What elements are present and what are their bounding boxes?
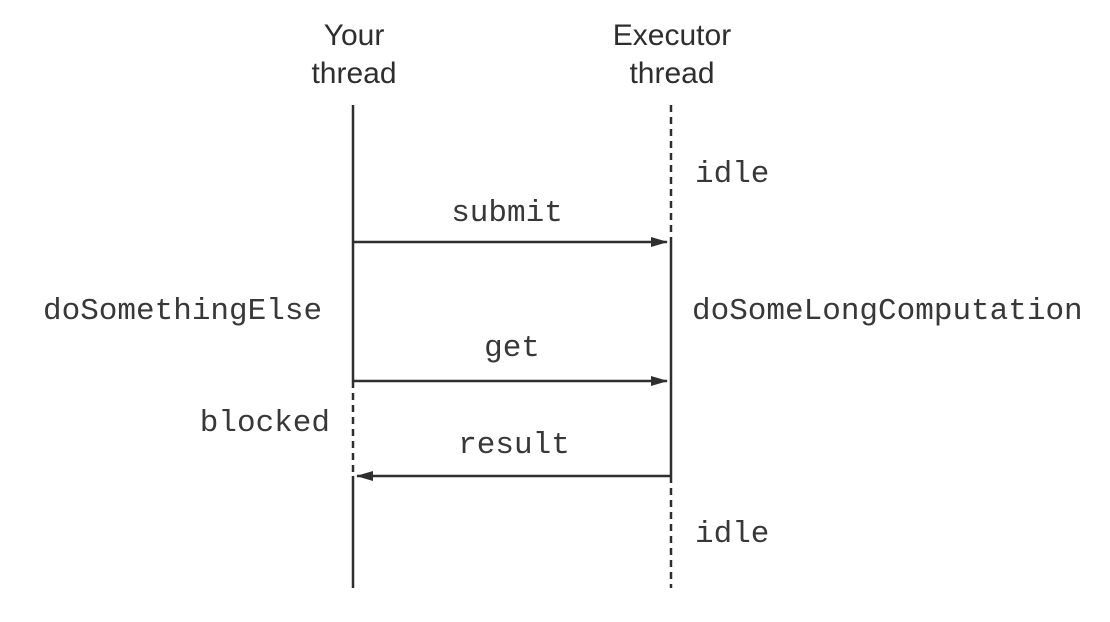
executor-idle-annotation-bottom: idle xyxy=(695,517,769,552)
your-thread-blocked-annotation: blocked xyxy=(200,406,330,441)
participant-your-thread-label-line1: Your xyxy=(324,19,385,52)
participant-your-thread-label-line2: thread xyxy=(311,57,396,90)
participant-executor-thread-label-line2: thread xyxy=(629,57,714,90)
submit-message-label: submit xyxy=(451,196,563,231)
result-message-label: result xyxy=(458,428,570,463)
executor-do-some-long-computation-annotation: doSomeLongComputation xyxy=(692,294,1083,329)
get-message-label: get xyxy=(484,331,540,366)
executor-idle-annotation-top: idle xyxy=(695,157,769,192)
participant-executor-thread-label-line1: Executor xyxy=(613,19,731,52)
your-thread-do-something-else-annotation: doSomethingElse xyxy=(43,294,322,329)
